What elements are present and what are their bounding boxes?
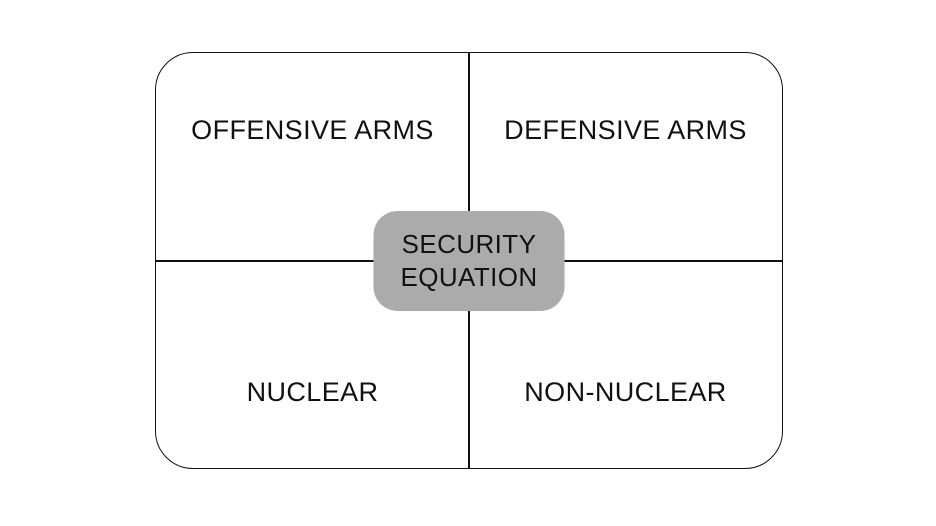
quadrant-diagram: OFFENSIVE ARMS DEFENSIVE ARMS NUCLEAR NO… <box>155 52 783 469</box>
quadrant-label-non-nuclear: NON-NUCLEAR <box>524 377 727 407</box>
quadrant-grid: OFFENSIVE ARMS DEFENSIVE ARMS NUCLEAR NO… <box>156 53 782 468</box>
security-equation-box: SECURITY EQUATION <box>373 210 565 311</box>
quadrant-label-offensive-arms: OFFENSIVE ARMS <box>191 115 434 145</box>
quadrant-non-nuclear: NON-NUCLEAR <box>469 261 782 469</box>
center-label-line2: EQUATION <box>400 261 538 292</box>
quadrant-label-defensive-arms: DEFENSIVE ARMS <box>504 115 747 145</box>
quadrant-offensive-arms: OFFENSIVE ARMS <box>156 53 469 261</box>
quadrant-nuclear: NUCLEAR <box>156 261 469 469</box>
quadrant-label-nuclear: NUCLEAR <box>246 377 379 407</box>
center-label-line1: SECURITY <box>401 228 537 259</box>
quadrant-defensive-arms: DEFENSIVE ARMS <box>469 53 782 261</box>
